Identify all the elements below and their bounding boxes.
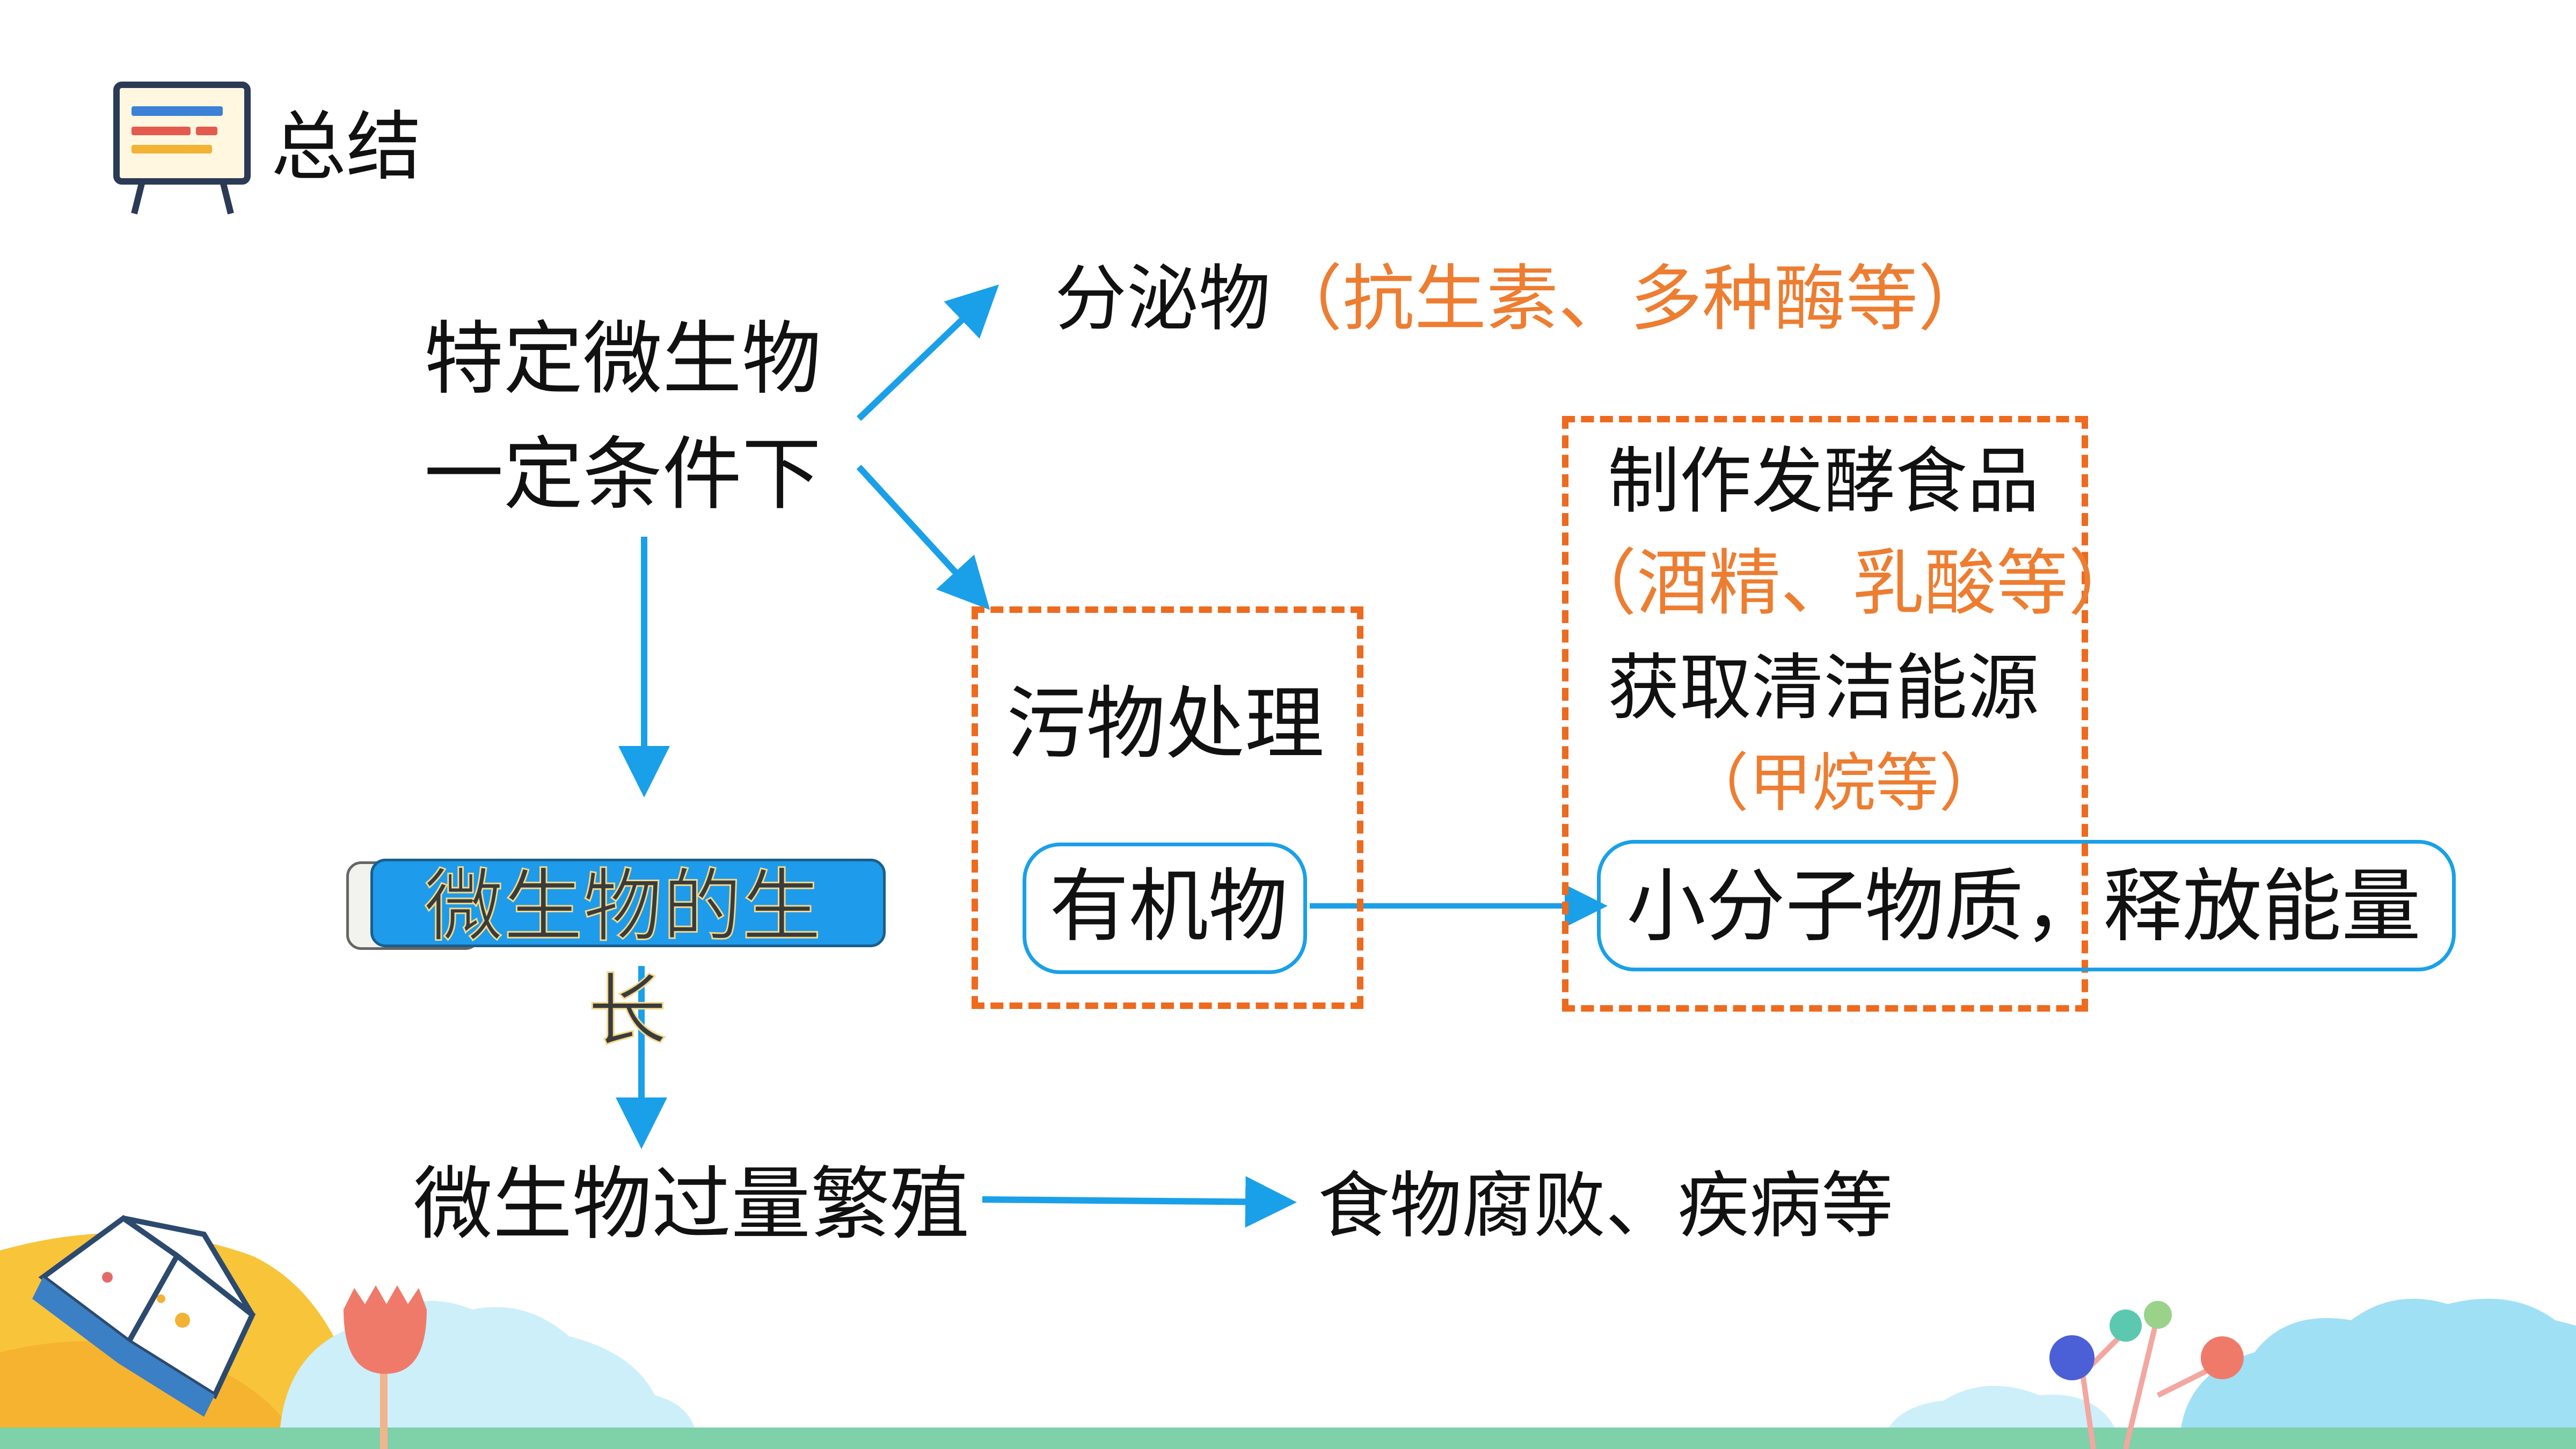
- balloon-tree-icon: [2049, 1301, 2244, 1449]
- secretion-detail: （抗生素、多种酶等）: [1271, 257, 1990, 341]
- right-cloud-shape: [2179, 1299, 2576, 1449]
- arrow-to-sewage: [856, 464, 990, 610]
- small-molecules-box: [1597, 840, 2456, 971]
- overgrowth-label: 微生物过量繁殖: [413, 1158, 969, 1250]
- applications-dashed-box: [1562, 416, 2088, 1012]
- organic-label: 有机物: [1049, 860, 1288, 953]
- spoilage-label: 食物腐败、疾病等: [1318, 1164, 1894, 1248]
- secretion-node: 分泌物（抗生素、多种酶等）: [1055, 263, 1990, 335]
- growth-line-1: 微生物的生: [424, 860, 822, 953]
- arrow-to-secretion: [856, 284, 999, 421]
- page-title: 总结: [271, 104, 422, 191]
- ground-strip: [0, 1428, 2576, 1449]
- presentation-board-icon: [113, 82, 251, 215]
- energy-detail: （甲烷等）: [1685, 746, 2003, 820]
- secretion-label: 分泌物: [1055, 257, 1271, 341]
- source-line-1: 特定微生物: [424, 313, 821, 405]
- arrow-overgrowth-to-spoilage: [982, 1176, 1297, 1228]
- ferment-detail: （酒精、乳酸等）: [1565, 541, 2141, 625]
- sewage-label: 污物处理: [1006, 678, 1324, 770]
- source-line-2: 一定条件下: [424, 428, 821, 521]
- growth-button[interactable]: [370, 859, 886, 947]
- ferment-label: 制作发酵食品: [1608, 440, 2040, 523]
- tulip-icon: [344, 1285, 427, 1449]
- open-book-icon: [32, 1214, 256, 1417]
- energy-label: 获取清洁能源: [1608, 646, 2040, 730]
- small-molecules-label: 小分子物质，释放能量: [1626, 860, 2421, 953]
- organic-box: [1023, 843, 1307, 974]
- growth-line-2: 长: [587, 965, 668, 1057]
- sewage-dashed-box: [972, 606, 1363, 1009]
